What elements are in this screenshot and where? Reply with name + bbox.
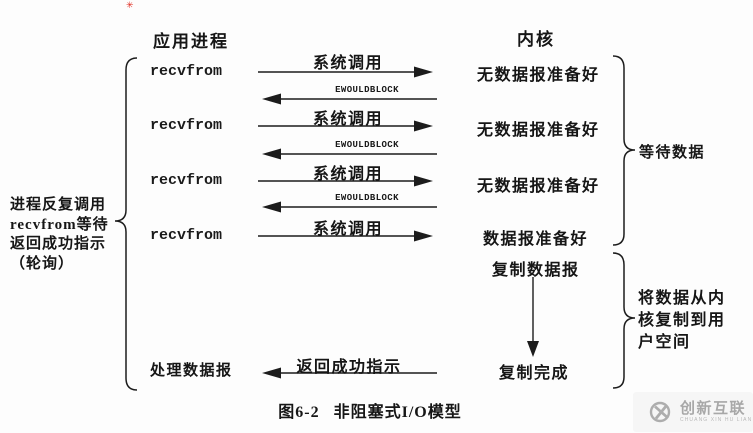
polling-note-line: 返回成功指示 [10,236,107,252]
return-ok-label: 返回成功指示 [296,359,402,376]
polling-note-line: recvfrom等待 [10,216,109,233]
syscall-label-3: 系统调用 [312,166,383,183]
polling-note-line: （轮询） [10,255,75,272]
ewouldblock-arrow-2 [262,148,437,160]
syscall-label-2: 系统调用 [312,111,383,128]
copy-brace [612,252,636,389]
left-brace [114,57,138,391]
watermark-subtext: CHUANG XIN HU LIAN [680,417,753,423]
watermark: 创新互联 CHUANG XIN HU LIAN [633,392,753,432]
syscall-arrow-4 [258,230,433,242]
polling-note: 进程反复调用 recvfrom等待 返回成功指示 （轮询） [10,196,128,274]
return-ok-arrow [262,367,437,379]
watermark-logo-icon [649,401,671,423]
figure-title: 非阻塞式I/O模型 [333,404,462,421]
wait-brace [612,55,636,246]
kernel-state-3: 无数据报准备好 [477,178,600,195]
copy-arrow [527,277,539,357]
polling-note-line: 进程反复调用 [10,197,107,213]
kernel-state-1: 无数据报准备好 [477,67,600,84]
copy-to-user-label: 将数据从内核复制到用户空间 [638,290,726,351]
watermark-brand: 创新互联 [680,400,747,417]
syscall-label-4: 系统调用 [312,221,383,238]
syscall-arrow-2 [258,120,433,132]
ewouldblock-label-1: EWOULDBLOCK [335,85,399,95]
recvfrom-call-3: recvfrom [150,172,223,189]
wait-data-label: 等待数据 [639,145,706,161]
process-datagram-label: 处理数据报 [150,363,233,379]
recvfrom-call-4: recvfrom [150,227,223,244]
kernel-header: 内核 [517,30,555,49]
ewouldblock-label-2: EWOULDBLOCK [335,140,399,150]
syscall-arrow-3 [258,175,433,187]
application-process-header: 应用进程 [153,32,229,51]
recvfrom-call-2: recvfrom [150,117,223,134]
figure-caption: 图6-2 非阻塞式I/O模型 [250,398,490,422]
syscall-label-1: 系统调用 [312,55,383,72]
ewouldblock-label-3: EWOULDBLOCK [335,193,399,203]
ewouldblock-arrow-1 [262,93,437,105]
syscall-arrow-1 [258,66,433,78]
copy-complete-label: 复制完成 [499,365,570,382]
watermark-text: 创新互联 CHUANG XIN HU LIAN [680,401,752,423]
copy-datagram-label: 复制数据报 [492,262,580,279]
kernel-state-4: 数据报准备好 [483,231,589,248]
red-asterisk-mark: ✳ [126,0,134,10]
figure-number: 图6-2 [278,404,320,421]
kernel-state-2: 无数据报准备好 [477,122,600,139]
recvfrom-call-1: recvfrom [150,63,223,80]
ewouldblock-arrow-3 [262,201,437,213]
